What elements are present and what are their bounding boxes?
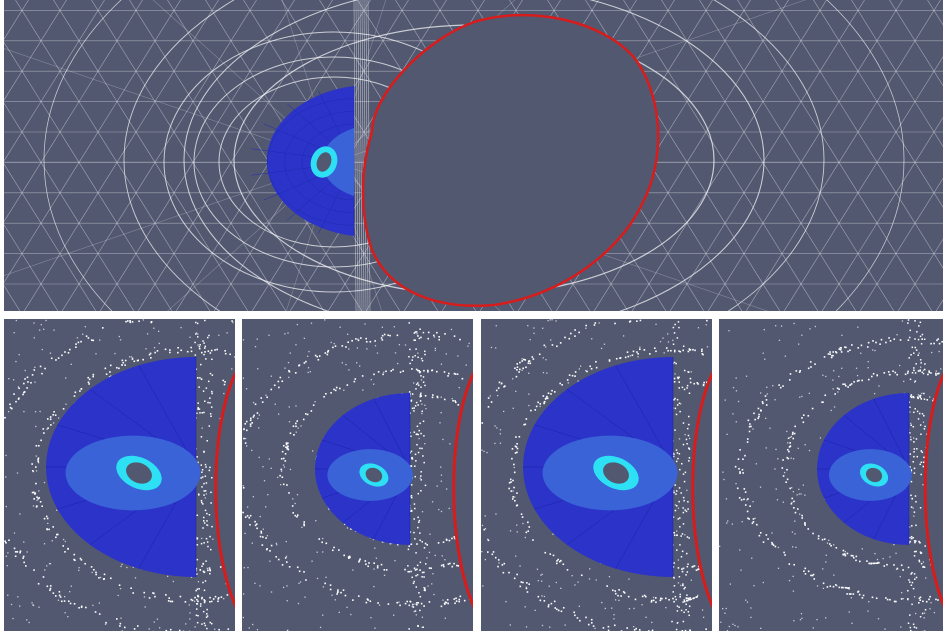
point-cloud-view-3: [481, 319, 712, 631]
point-cloud-view-4: [719, 319, 943, 631]
ring-core: [865, 467, 883, 483]
ring-core: [316, 152, 332, 172]
body-boundary: [452, 371, 473, 609]
body-boundary: [923, 372, 943, 608]
bottom-panel-3: [481, 319, 712, 631]
ring-core: [365, 467, 383, 483]
inner-region: [46, 357, 201, 577]
inner-region: [315, 393, 413, 545]
mesh-points: [481, 319, 711, 631]
inner-region: [523, 357, 678, 577]
mesh-points: [719, 319, 943, 631]
ring-core: [603, 462, 629, 484]
bottom-panel-1: [4, 319, 235, 631]
top-mesh-view: [4, 0, 943, 311]
body-boundary: [691, 371, 712, 609]
inner-region: [817, 393, 912, 545]
inner-region-outer: [266, 86, 354, 236]
top-mesh-panel: [4, 0, 943, 311]
bottom-panel-4: [719, 319, 943, 631]
point-cloud-view-1: [4, 319, 235, 631]
bottom-panel-2: [242, 319, 473, 631]
point-cloud-view-2: [242, 319, 473, 631]
large-body-region: [361, 13, 660, 307]
ring-core: [126, 462, 152, 484]
inner-region: [251, 86, 355, 238]
body-boundary: [214, 371, 235, 609]
inner-region-mid: [321, 128, 354, 196]
